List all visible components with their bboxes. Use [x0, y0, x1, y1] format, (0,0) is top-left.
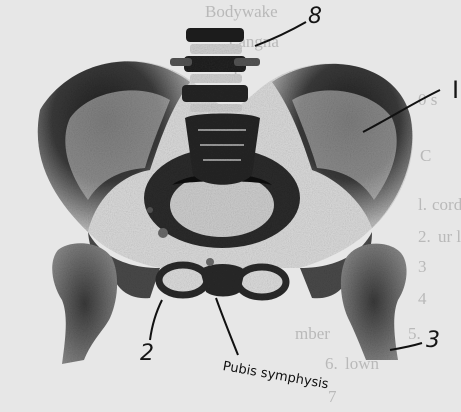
leader-line-symphysis [216, 298, 238, 355]
label-ilium-number: I [452, 78, 459, 102]
left-femur [52, 243, 117, 364]
leader-line-vertebra [255, 22, 306, 46]
left-obturator-foramen [159, 265, 207, 295]
right-femur [341, 244, 407, 360]
label-pubis-number: 2 [140, 343, 154, 365]
label-vertebra-number: 8 [308, 6, 322, 28]
lumbar-vertebrae [170, 28, 260, 112]
right-obturator-foramen [238, 267, 286, 297]
leader-line-pubis [150, 300, 162, 340]
pubic-symphysis-shape [200, 264, 245, 297]
sacrum [185, 114, 260, 185]
label-femur-number: 3 [426, 330, 440, 352]
